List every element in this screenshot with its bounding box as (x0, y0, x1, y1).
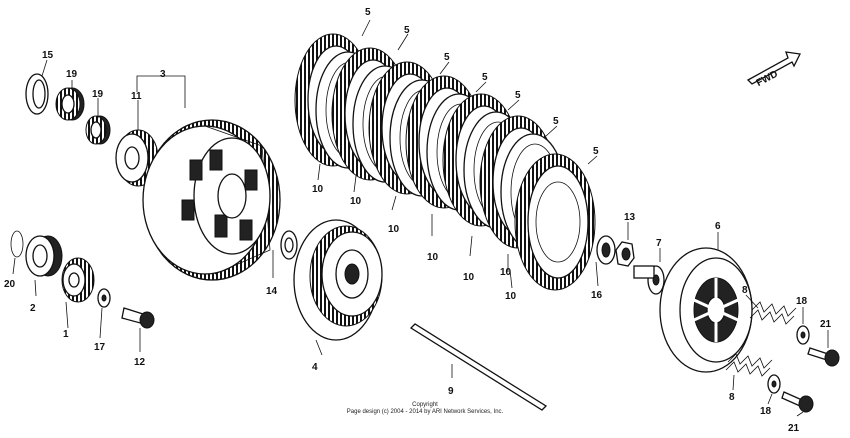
part-1-gear (61, 257, 95, 303)
part-14-lockwasher (280, 230, 298, 260)
label-10a: 10 (312, 184, 324, 195)
label-5g: 5 (593, 146, 599, 157)
label-14: 14 (266, 286, 278, 297)
label-5b: 5 (404, 25, 410, 36)
label-21b: 21 (788, 423, 800, 434)
part-3-bracket (136, 75, 186, 108)
part-7-bearing (633, 265, 665, 295)
plate-friction-7 (514, 153, 596, 291)
label-3: 3 (160, 69, 166, 80)
label-5c: 5 (444, 52, 450, 63)
label-5f: 5 (553, 116, 559, 127)
part-21-bolt-lower (781, 391, 814, 413)
leader-lines (12, 19, 829, 417)
label-12: 12 (134, 357, 146, 368)
label-17: 17 (94, 342, 106, 353)
label-5e: 5 (515, 90, 521, 101)
label-4: 4 (312, 362, 318, 373)
label-19a: 19 (66, 69, 78, 80)
label-9: 9 (448, 386, 454, 397)
label-18a: 18 (796, 296, 808, 307)
part-18-washer-upper (796, 325, 810, 345)
label-18b: 18 (760, 406, 772, 417)
label-8a: 8 (742, 285, 748, 296)
label-20: 20 (4, 279, 16, 290)
part-17-washer (97, 288, 111, 308)
part-8-spring-upper (749, 301, 797, 325)
part-19-needle-bearing-b (85, 115, 111, 145)
fwd-label: FWD (755, 69, 780, 89)
label-1: 1 (63, 329, 69, 340)
label-10e: 10 (463, 272, 475, 283)
label-6: 6 (715, 221, 721, 232)
part-12-bolt (121, 307, 155, 329)
label-13: 13 (624, 212, 636, 223)
part-4-clutch-center (293, 219, 383, 341)
part-8-spring-lower (725, 353, 773, 377)
part-13-nut (615, 241, 635, 267)
part-labels: 15 19 19 11 3 5 5 5 5 5 5 5 10 10 10 10 … (4, 7, 832, 434)
label-11: 11 (131, 91, 142, 102)
clutch-plate-stack (294, 33, 596, 291)
label-2: 2 (30, 303, 36, 314)
part-9-push-rod (409, 323, 548, 411)
part-21-bolt-upper (807, 347, 840, 367)
label-16: 16 (591, 290, 603, 301)
label-8b: 8 (729, 392, 735, 403)
label-10g: 10 (505, 291, 517, 302)
label-5a: 5 (365, 7, 371, 18)
label-15: 15 (42, 50, 54, 61)
label-10c: 10 (388, 224, 400, 235)
label-7: 7 (656, 238, 662, 249)
part-6-pressure-plate (659, 247, 753, 373)
part-11-gear (115, 129, 159, 187)
part-15-washer (25, 73, 49, 115)
label-10f: 10 (500, 267, 512, 278)
part-20-circlip (10, 230, 24, 258)
part-3-clutch-outer (142, 119, 281, 281)
label-5d: 5 (482, 72, 488, 83)
copyright-title: Copyright (412, 402, 438, 408)
label-10d: 10 (427, 252, 439, 263)
part-2-bushing (25, 235, 63, 277)
part-19-needle-bearing-a (55, 87, 85, 121)
fwd-arrow-icon: FWD (746, 51, 801, 89)
part-16-lockwasher (596, 235, 616, 265)
label-10b: 10 (350, 196, 362, 207)
label-19b: 19 (92, 89, 104, 100)
copyright-notice: Page design (c) 2004 - 2014 by ARI Netwo… (346, 409, 504, 415)
part-18-washer-lower (767, 374, 781, 394)
label-21a: 21 (820, 319, 832, 330)
